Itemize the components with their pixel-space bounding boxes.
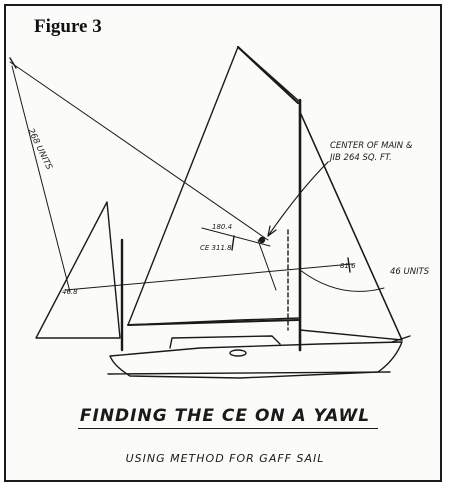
annotation-dim-right: 81.6 xyxy=(340,262,356,270)
construction-line-long xyxy=(9,61,269,241)
figure-title: Figure 3 xyxy=(34,16,102,37)
pointer-arrow xyxy=(267,161,329,237)
bowsprit xyxy=(391,335,411,343)
ce-point xyxy=(258,236,266,244)
annotation-center-main-2: JIB 264 SQ. FT. xyxy=(328,153,392,163)
annotation-dim-top: 180.4 xyxy=(212,223,232,231)
annotation-center-main-1: CENTER OF MAIN & xyxy=(330,141,413,151)
cabin xyxy=(169,335,281,349)
construction-line-ce xyxy=(65,263,353,291)
jib-leech xyxy=(299,269,385,292)
annotation-units-short: 46 UNITS xyxy=(390,267,430,277)
main-sail xyxy=(127,46,301,326)
waterline xyxy=(107,371,391,375)
annotation-dim-left: 46.8 xyxy=(62,288,78,296)
construction-line-down xyxy=(257,239,277,291)
gaff xyxy=(236,45,300,105)
porthole xyxy=(229,349,247,357)
mizzen-sail xyxy=(35,201,121,339)
forestay xyxy=(299,111,403,341)
main-boom xyxy=(127,319,299,326)
caption-underline xyxy=(78,428,378,429)
annotation-dim-ce: CE 311.8 xyxy=(200,244,232,252)
annotation-units-long: 268 UNITS xyxy=(25,127,54,172)
caption-sub: USING METHOD FOR GAFF SAIL xyxy=(125,452,325,465)
caption-main: FINDING THE CE ON A YAWL xyxy=(79,406,371,426)
construction-line-diag xyxy=(11,65,71,293)
